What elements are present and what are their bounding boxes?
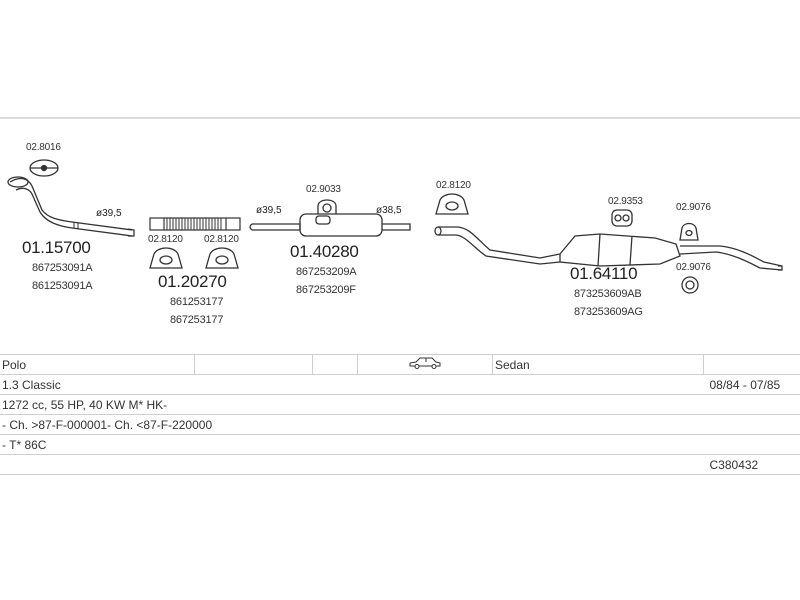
clamp-icon (29, 159, 59, 177)
flex-bellows (166, 218, 222, 230)
empty-cell (194, 354, 313, 375)
info-row-model: Polo Sedan (0, 354, 800, 375)
gasket-code-label-rear: 02.8120 (436, 180, 471, 191)
empty-cell (703, 354, 800, 375)
oe-number-3b: 867253209F (296, 284, 356, 296)
oe-number-2b: 867253177 (170, 314, 224, 326)
diameter-label-3a: ø39,5 (256, 205, 282, 216)
empty-cell (312, 354, 358, 375)
model-cell: Polo (0, 354, 195, 375)
hanger-code-label-rear-2: 02.9076 (676, 202, 711, 213)
chassis-cell: - Ch. >87-F-000001- Ch. <87-F-220000 (0, 414, 800, 435)
gasket-code-label-right: 02.8120 (204, 234, 239, 245)
hanger-code-label-rear-3: 02.9076 (676, 262, 711, 273)
hanger-icon-middle (317, 199, 337, 214)
diameter-label-3b: ø38,5 (376, 205, 402, 216)
part-number-3[interactable]: 01.40280 (290, 242, 359, 261)
oe-number-2a: 861253177 (170, 296, 224, 308)
gasket-icon-rear (435, 193, 469, 215)
clamp-code-label: 02.8016 (26, 142, 61, 153)
body-cell: Sedan (492, 354, 704, 375)
hanger-icon-rear-3 (681, 276, 699, 294)
gasket-icon-right (205, 247, 239, 269)
oe-number-1a: 867253091A (32, 262, 93, 274)
hanger-icon-rear-1 (611, 209, 633, 227)
front-pipe-drawing (7, 176, 135, 237)
part-number-2[interactable]: 01.20270 (158, 272, 227, 291)
hanger-code-label-rear-1: 02.9353 (608, 196, 643, 207)
spec-cell: 1272 cc, 55 HP, 40 KW M* HK- (0, 394, 800, 415)
info-row-catalog: C380432 (0, 454, 800, 475)
part-number-1[interactable]: 01.15700 (22, 238, 91, 257)
oe-number-1b: 861253091A (32, 280, 93, 292)
vehicle-info-table: Polo Sedan 1.3 Classic 08/84 - 07/85 127… (0, 354, 800, 475)
oe-number-4a: 873253609AB (574, 288, 642, 300)
info-row-spec: 1272 cc, 55 HP, 40 KW M* HK- (0, 394, 800, 415)
middle-silencer-drawing (249, 213, 411, 237)
info-row-code: - T* 86C (0, 434, 800, 455)
sedan-car-icon (409, 357, 441, 369)
gasket-code-label-left: 02.8120 (148, 234, 183, 245)
part-number-4[interactable]: 01.64110 (570, 264, 638, 283)
gasket-icon-left (149, 247, 183, 269)
engine-cell: 1.3 Classic (0, 374, 704, 395)
hanger-code-label-middle: 02.9033 (306, 184, 341, 195)
info-row-engine: 1.3 Classic 08/84 - 07/85 (0, 374, 800, 395)
oe-number-3a: 867253209A (296, 266, 357, 278)
code-cell: - T* 86C (0, 434, 800, 455)
empty-cell (0, 454, 704, 475)
years-cell: 08/84 - 07/85 (703, 374, 800, 395)
flex-pipe-drawing (149, 217, 241, 231)
diameter-label-1: ø39,5 (96, 208, 122, 219)
info-row-chassis: - Ch. >87-F-000001- Ch. <87-F-220000 (0, 414, 800, 435)
oe-number-4b: 873253609AG (574, 306, 643, 318)
hanger-icon-rear-2 (679, 222, 699, 241)
rear-section-drawing (434, 226, 783, 271)
catalog-number-cell: C380432 (703, 454, 800, 475)
car-icon-cell (357, 354, 493, 375)
